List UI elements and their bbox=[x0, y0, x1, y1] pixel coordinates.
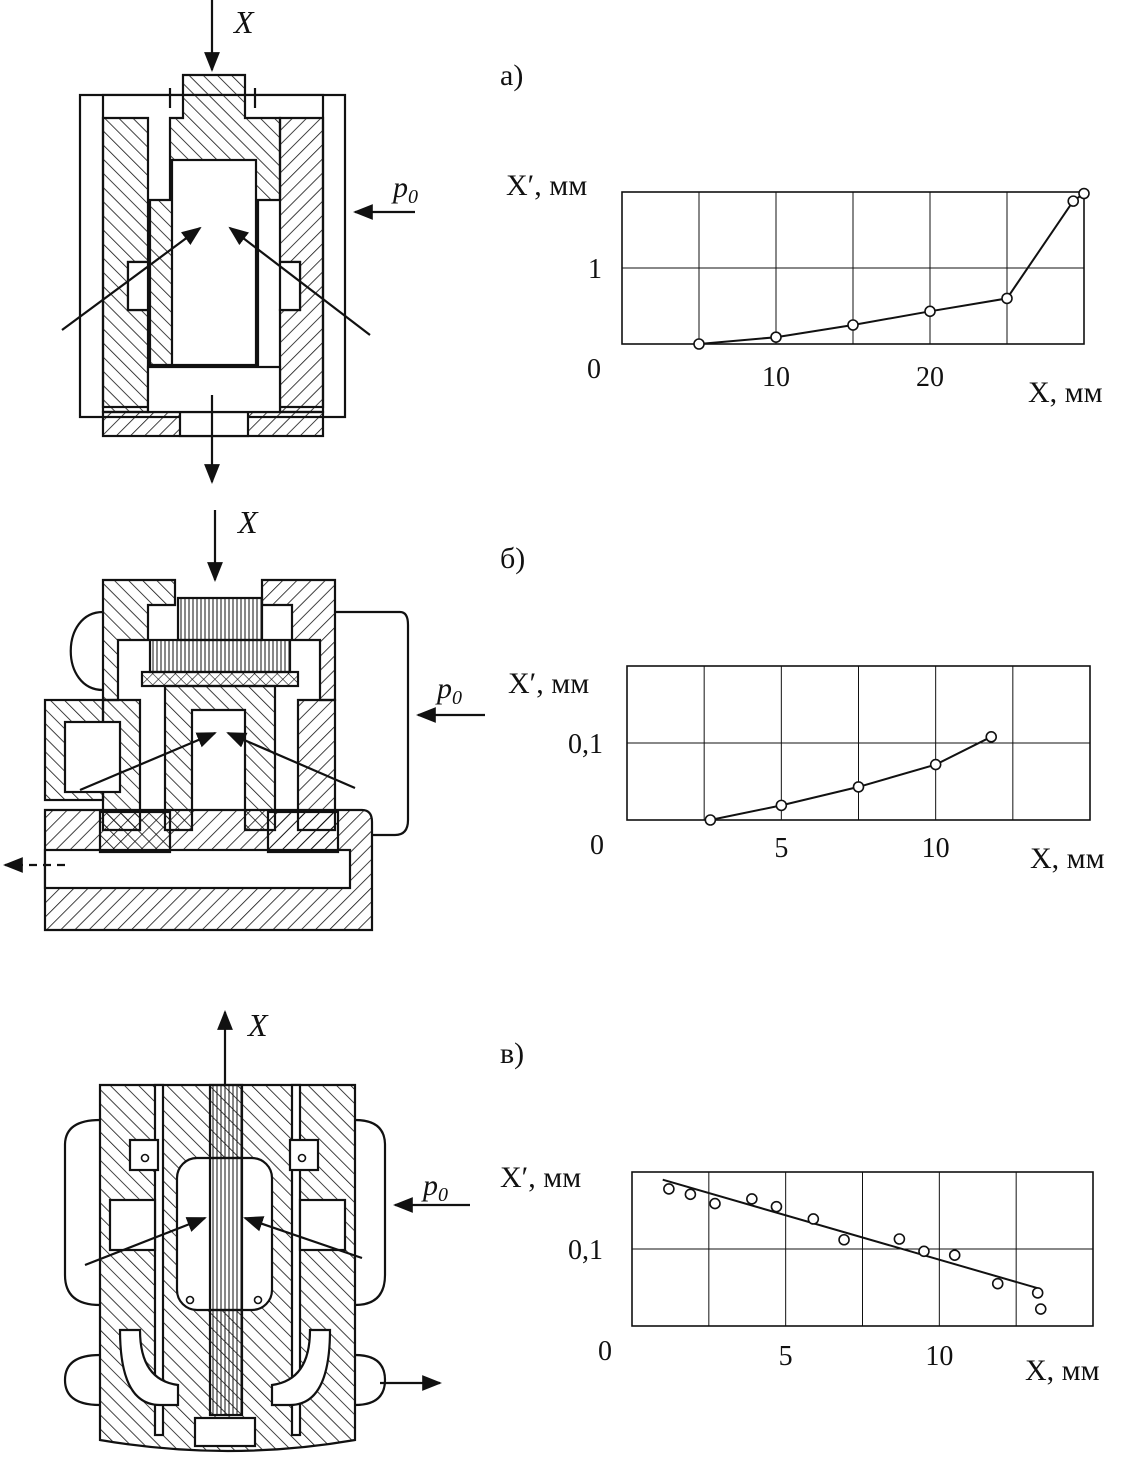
x-tick-label: 10 bbox=[922, 833, 950, 864]
data-point bbox=[1001, 292, 1013, 305]
x-tick-label: 5 bbox=[774, 833, 788, 864]
fit-line bbox=[662, 1178, 1042, 1291]
panel-a-label: а) bbox=[500, 59, 523, 92]
y-axis-label: X′, мм bbox=[506, 169, 587, 202]
schematic-b-load-label: X bbox=[236, 504, 259, 540]
data-point bbox=[852, 781, 865, 793]
schematic-v-pressure-label: p0 bbox=[421, 1169, 448, 1206]
panel-v-label: в) bbox=[500, 1037, 524, 1070]
schematic-v bbox=[63, 1010, 470, 1453]
origin-label: 0 bbox=[587, 354, 601, 385]
schematic-a-pressure-label: p0 bbox=[391, 171, 418, 208]
plot-frame bbox=[626, 665, 1091, 821]
data-point bbox=[807, 1213, 820, 1225]
data-point bbox=[991, 1277, 1004, 1290]
data-point bbox=[924, 305, 936, 318]
data-point bbox=[948, 1249, 961, 1261]
x-axis-label: X, мм bbox=[1030, 842, 1105, 875]
x-axis-label: X, мм bbox=[1028, 376, 1103, 409]
data-point bbox=[1034, 1303, 1047, 1315]
schematic-a-load-label: X bbox=[232, 4, 255, 40]
chart-a: X′, мм X, мм 0 10 20 1 bbox=[506, 169, 1103, 409]
x-axis-label: X, мм bbox=[1025, 1354, 1100, 1387]
data-point bbox=[693, 338, 705, 350]
data-point bbox=[893, 1233, 906, 1245]
data-point bbox=[770, 1200, 783, 1213]
plot-frame bbox=[621, 191, 1085, 345]
data-point bbox=[746, 1193, 758, 1205]
data-point bbox=[847, 319, 859, 331]
data-point bbox=[663, 1183, 675, 1195]
y-tick-label: 0,1 bbox=[568, 1235, 603, 1266]
y-axis-label: X′, мм bbox=[500, 1161, 581, 1194]
data-point bbox=[918, 1245, 930, 1258]
x-tick-label: 10 bbox=[762, 362, 790, 393]
data-point bbox=[985, 731, 998, 743]
chart-b: X′, мм X, мм 0 5 10 0,1 bbox=[508, 665, 1105, 875]
x-tick-label: 5 bbox=[779, 1341, 793, 1372]
panel-b-label: б) bbox=[500, 542, 525, 575]
schematic-b-pressure-label: p0 bbox=[435, 672, 462, 709]
y-axis-label: X′, мм bbox=[508, 667, 589, 700]
series-line bbox=[698, 192, 1085, 345]
origin-label: 0 bbox=[590, 830, 604, 861]
y-tick-label: 0,1 bbox=[568, 729, 603, 760]
data-point bbox=[1031, 1287, 1044, 1299]
series-line bbox=[710, 735, 992, 821]
chart-v: X′, мм X, мм 0 5 10 0,1 bbox=[500, 1161, 1100, 1387]
schematic-v-load-label: X bbox=[246, 1007, 269, 1043]
schematic-a bbox=[61, 0, 415, 484]
x-tick-label: 10 bbox=[925, 1341, 953, 1372]
x-tick-label: 20 bbox=[916, 362, 944, 393]
data-point bbox=[704, 814, 717, 826]
data-point bbox=[775, 799, 788, 812]
data-point bbox=[838, 1233, 850, 1246]
data-point bbox=[929, 758, 942, 771]
data-point bbox=[1067, 195, 1080, 207]
data-point bbox=[684, 1188, 697, 1201]
schematic-b bbox=[3, 510, 485, 932]
data-point bbox=[770, 331, 782, 343]
y-tick-label: 1 bbox=[588, 254, 602, 285]
data-point bbox=[709, 1197, 721, 1210]
data-point bbox=[1078, 187, 1090, 200]
origin-label: 0 bbox=[598, 1336, 612, 1367]
plot-frame bbox=[631, 1171, 1094, 1327]
